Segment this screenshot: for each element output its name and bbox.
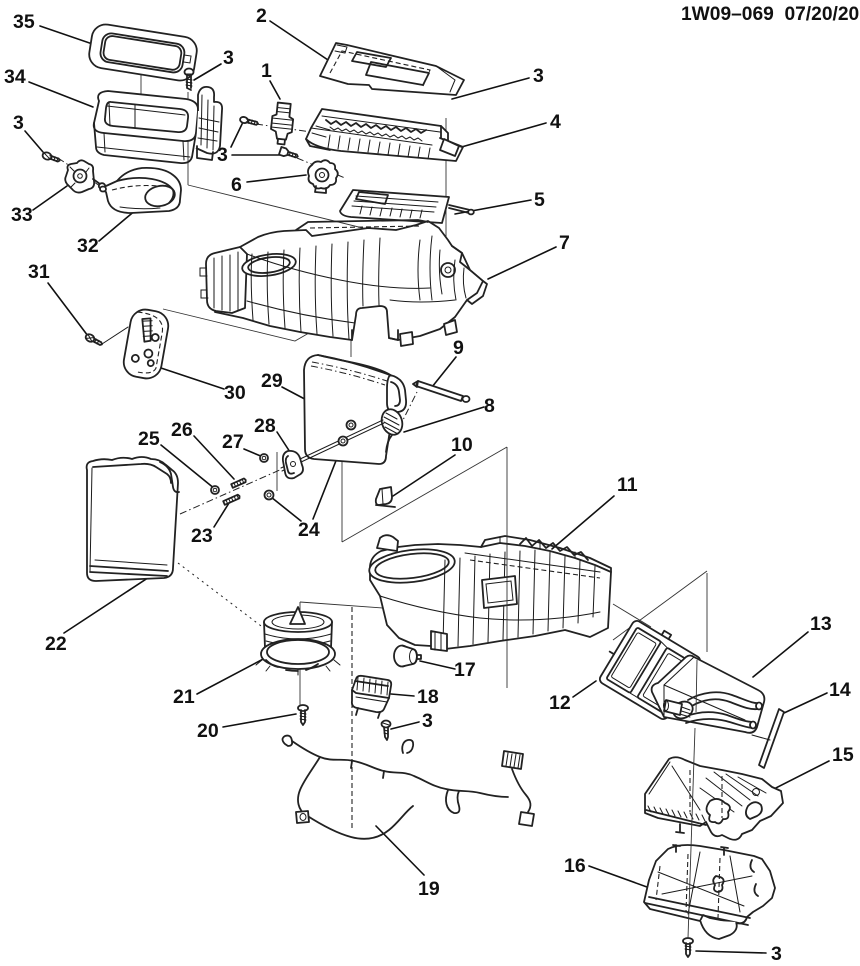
svg-text:20: 20: [197, 720, 219, 742]
svg-text:3: 3: [771, 943, 782, 965]
svg-text:34: 34: [4, 66, 26, 88]
svg-text:27: 27: [222, 431, 244, 453]
svg-text:19: 19: [418, 878, 440, 900]
svg-text:26: 26: [171, 419, 193, 441]
svg-text:28: 28: [254, 415, 276, 437]
svg-text:14: 14: [829, 679, 851, 701]
svg-text:32: 32: [77, 235, 99, 257]
svg-text:15: 15: [832, 744, 854, 766]
svg-text:6: 6: [231, 174, 242, 196]
svg-text:3: 3: [223, 47, 234, 69]
svg-text:16: 16: [564, 855, 586, 877]
svg-text:18: 18: [417, 686, 439, 708]
svg-text:30: 30: [224, 382, 246, 404]
svg-text:3: 3: [217, 144, 228, 166]
svg-text:4: 4: [550, 111, 561, 133]
svg-text:35: 35: [13, 11, 35, 33]
svg-text:33: 33: [11, 204, 33, 226]
svg-text:10: 10: [451, 434, 473, 456]
svg-text:3: 3: [533, 65, 544, 87]
svg-text:11: 11: [617, 474, 638, 496]
svg-text:2: 2: [256, 5, 267, 27]
svg-text:13: 13: [810, 613, 832, 635]
svg-text:8: 8: [484, 395, 495, 417]
svg-text:23: 23: [191, 525, 213, 547]
svg-text:24: 24: [298, 519, 320, 541]
svg-text:21: 21: [173, 686, 195, 708]
svg-text:22: 22: [45, 633, 67, 655]
svg-text:1: 1: [261, 60, 272, 82]
svg-text:1W09–069 07/20/2011: 1W09–069 07/20/2011: [681, 4, 860, 25]
svg-text:5: 5: [534, 189, 545, 211]
svg-text:12: 12: [549, 692, 571, 714]
svg-text:29: 29: [261, 370, 283, 392]
svg-text:3: 3: [13, 112, 24, 134]
svg-text:31: 31: [28, 261, 50, 283]
svg-text:25: 25: [138, 428, 160, 450]
svg-text:3: 3: [422, 710, 433, 732]
svg-text:9: 9: [453, 337, 464, 359]
svg-text:17: 17: [454, 659, 476, 681]
svg-text:7: 7: [559, 232, 570, 254]
